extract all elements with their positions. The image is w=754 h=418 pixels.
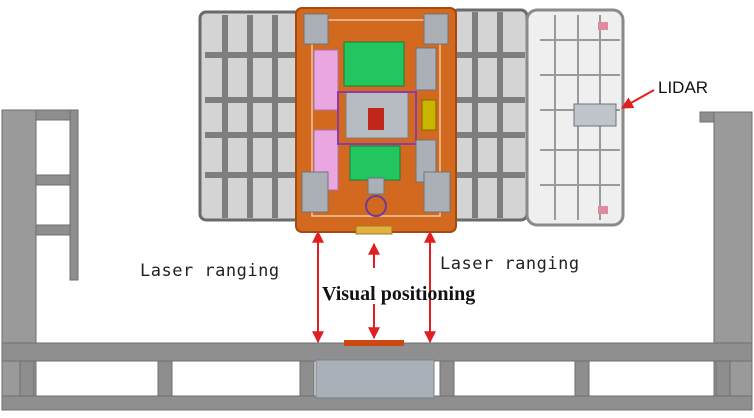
- measurement-arrows: [312, 89, 655, 344]
- label-visual-positioning: Visual positioning: [322, 283, 476, 305]
- lidar-sensor: [573, 103, 617, 127]
- label-laser-right: Laser ranging: [440, 254, 580, 274]
- label-laser-left: Laser ranging: [140, 261, 280, 281]
- camera-bar: [355, 225, 393, 235]
- left-fork-frame: [198, 10, 302, 222]
- green-board-bottom: [349, 145, 401, 181]
- right-fork-frame: [450, 8, 529, 222]
- green-board-top: [343, 41, 405, 87]
- ground-sensor-box: [315, 359, 435, 399]
- ground-frame: [1, 109, 753, 411]
- vehicle-chassis: [295, 7, 457, 235]
- label-lidar: LIDAR: [658, 78, 709, 97]
- lidar-pointer-arrow: [620, 89, 655, 109]
- lidar-frame: [525, 8, 625, 227]
- visual-target-plate: [344, 340, 404, 346]
